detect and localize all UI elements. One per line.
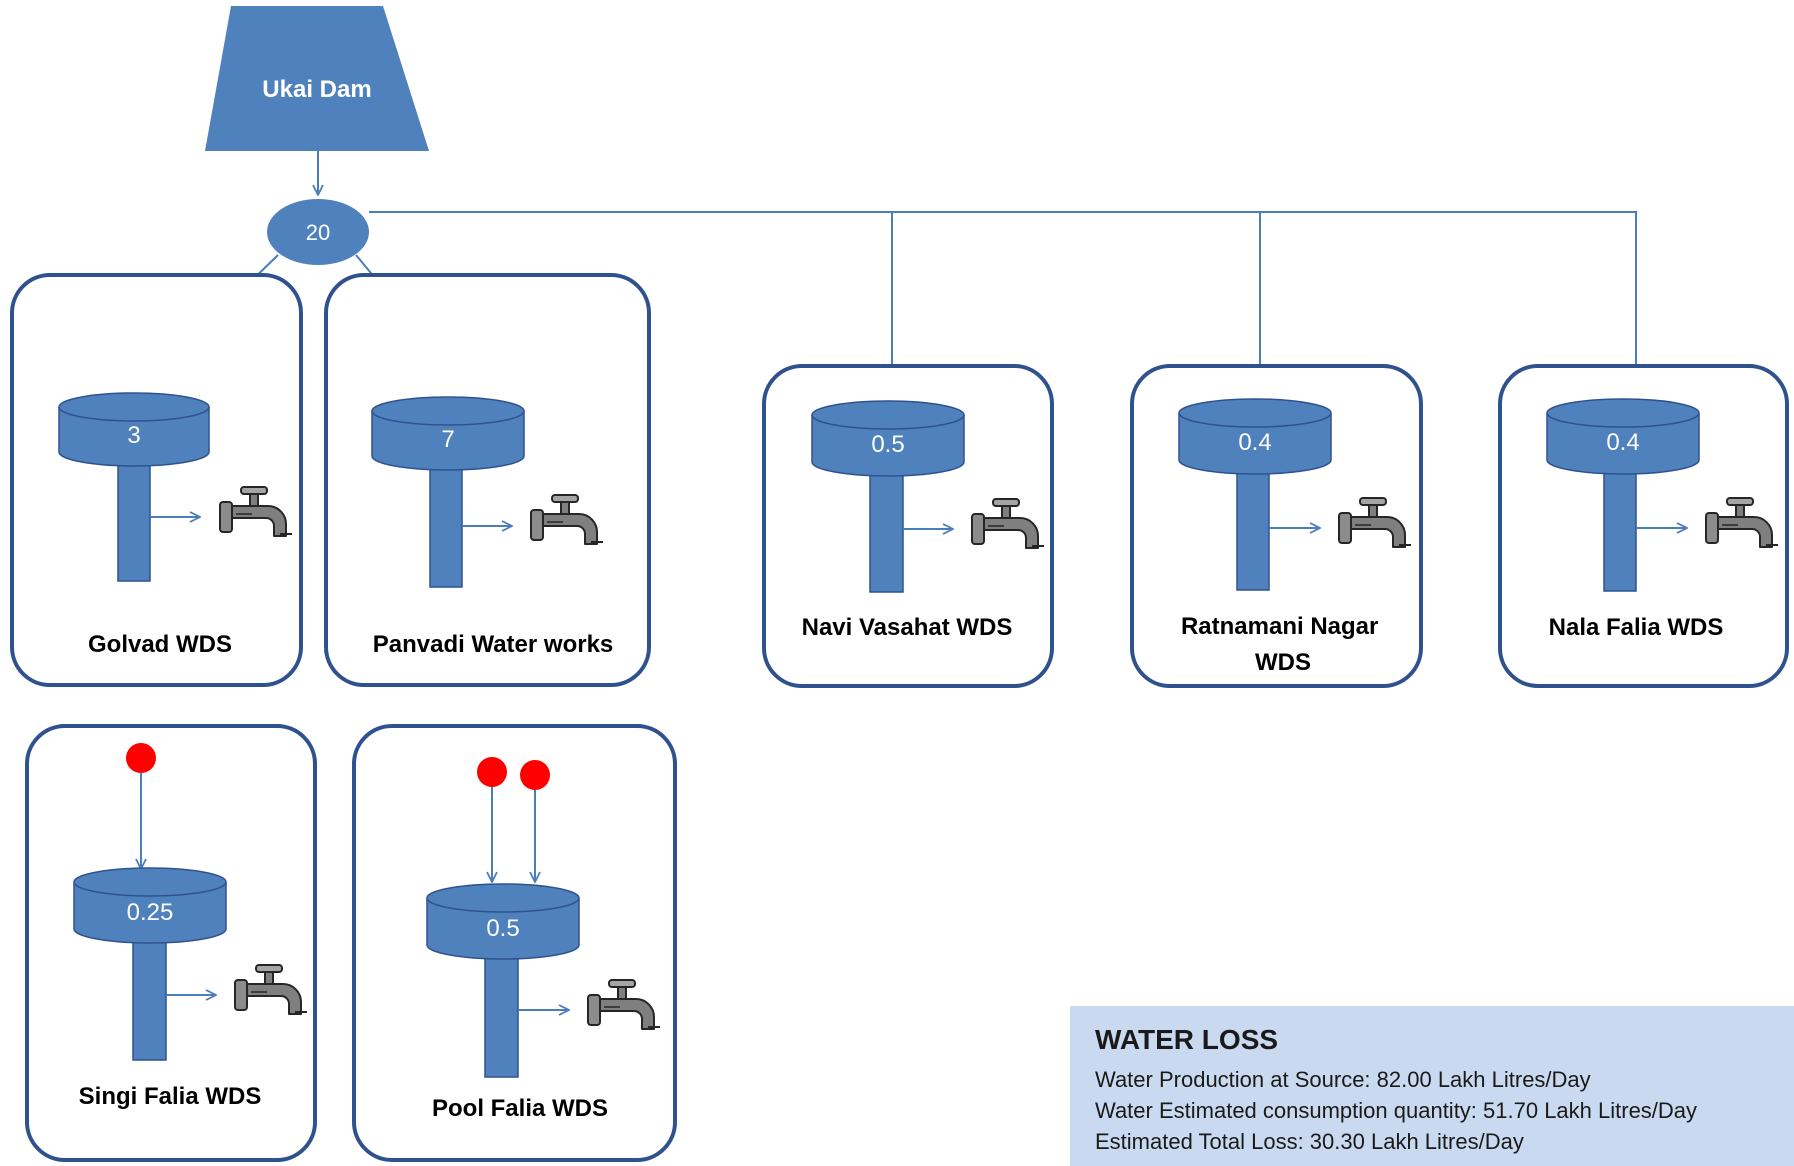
water-tank: 0.4: [1546, 398, 1700, 592]
tank-top: [371, 396, 525, 426]
source-dot: [126, 743, 156, 773]
tank-pipe: [132, 929, 167, 1061]
tank-body: [371, 411, 525, 471]
source-dot: [520, 760, 550, 790]
water-tank: 0.4: [1178, 398, 1332, 591]
total-loss-line: Estimated Total Loss: 30.30 Lakh Litres/…: [1095, 1129, 1524, 1154]
tank-value: 0.5: [871, 431, 904, 458]
tank-pipe: [429, 456, 463, 588]
tank-top: [426, 883, 580, 913]
water-loss-panel: WATER LOSS Water Production at Source: 8…: [1070, 1006, 1794, 1166]
tank-top: [58, 392, 210, 422]
tank-pipe: [1603, 462, 1637, 592]
station-box: [10, 273, 303, 687]
tank-top: [1546, 398, 1700, 428]
station-singi-falia-wds: 0.25 Singi Falia WDS: [25, 724, 317, 1162]
water-tank: 7: [371, 396, 525, 588]
source-ukai-dam: Ukai Dam: [205, 6, 429, 151]
tank-pipe: [869, 463, 904, 593]
tank-value: 0.4: [1238, 429, 1271, 456]
station-pool-falia-wds: 0.5 Pool Falia WDS: [352, 724, 677, 1162]
pipe-main-line: [369, 211, 1636, 396]
station-name: Singi Falia WDS: [79, 1083, 262, 1110]
water-tank: 0.25: [73, 867, 227, 1061]
tank-top: [811, 400, 965, 430]
water-production-line: Water Production at Source: 82.00 Lakh L…: [1095, 1067, 1591, 1092]
station-nala-falia-wds: 0.4 Nala Falia WDS: [1498, 364, 1789, 688]
tank-body: [58, 407, 210, 467]
station-box: [324, 273, 651, 687]
junction-value: 20: [306, 220, 330, 245]
station-ratnamani-nagar-wds: 0.4 Ratnamani Nagar WDS: [1130, 364, 1423, 688]
station-navi-vasahat-wds: 0.5 Navi Vasahat WDS: [762, 364, 1054, 688]
station-name: Nala Falia WDS: [1549, 614, 1724, 641]
dam-label: Ukai Dam: [262, 76, 371, 103]
water-consumption-line: Water Estimated consumption quantity: 51…: [1095, 1098, 1698, 1123]
station-name: Golvad WDS: [88, 631, 232, 658]
water-tank: 3: [58, 392, 210, 582]
station-golvad-wds: 3 Golvad WDS: [10, 273, 303, 687]
tank-value: 0.4: [1606, 429, 1639, 456]
tank-pipe: [1236, 462, 1270, 591]
tank-body: [426, 898, 580, 960]
tank-pipe: [117, 454, 151, 582]
station-panvadi-water-works: 7 Panvadi Water works: [324, 273, 651, 687]
tank-top: [73, 867, 227, 897]
water-tank: 0.5: [426, 883, 580, 1078]
station-name: Ratnamani Nagar WDS: [1181, 613, 1385, 676]
tank-body: [811, 415, 965, 477]
tank-body: [1178, 413, 1332, 475]
station-name: Navi Vasahat WDS: [802, 614, 1013, 641]
tank-value: 0.5: [486, 915, 519, 942]
tank-pipe: [484, 946, 519, 1078]
station-name: Pool Falia WDS: [432, 1095, 608, 1122]
tank-value: 0.25: [127, 899, 174, 926]
junction-node: 20: [267, 199, 369, 265]
source-dot: [477, 757, 507, 787]
tank-value: 3: [127, 422, 140, 449]
station-name: Panvadi Water works: [373, 631, 614, 658]
tank-value: 7: [441, 426, 454, 453]
tank-body: [1546, 413, 1700, 475]
water-loss-title: WATER LOSS: [1095, 1024, 1279, 1055]
tank-top: [1178, 398, 1332, 428]
tank-body: [73, 882, 227, 944]
water-tank: 0.5: [811, 400, 965, 593]
dam-shape: [205, 6, 429, 151]
